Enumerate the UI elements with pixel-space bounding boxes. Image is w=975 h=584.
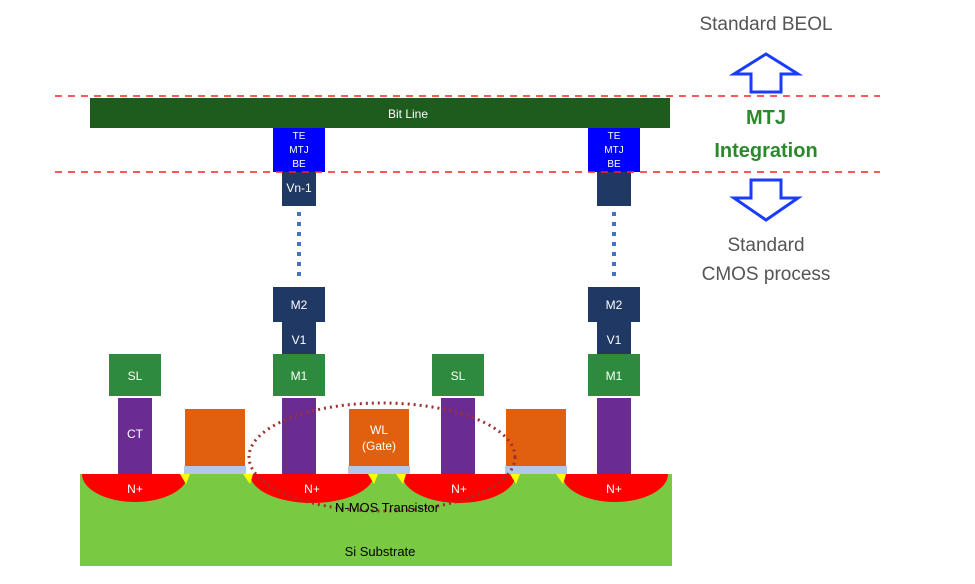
sl-block: SL [432,354,484,396]
mtj-integration-label-line2: Integration [714,140,817,162]
m1-block: M1 [588,354,640,396]
mtj-stack-left: TE MTJ BE [273,128,325,172]
v1-label: V1 [607,333,622,347]
ct-label: CT [127,427,144,441]
arrow-down-icon [729,178,803,222]
m1-label: M1 [606,369,623,383]
contact [597,398,631,474]
m2-label: M2 [291,298,308,312]
beol-label: Standard BEOL [699,14,832,35]
v1-label: V1 [292,333,307,347]
arrow-up-icon [728,52,804,94]
bit-line-label: Bit Line [388,107,428,121]
nplus-label: N+ [127,482,143,496]
mtj-stack-right: TE MTJ BE [588,128,640,172]
m1-label: M1 [291,369,308,383]
nplus-region-1: N+ [82,474,190,502]
mtj-label: MTJ [289,145,308,156]
gate-oxide [184,466,246,474]
contact [282,398,316,474]
mtj-label: MTJ [604,145,623,156]
substrate-label: Si Substrate [345,544,416,559]
nplus-label: N+ [451,482,467,496]
contact [441,398,475,474]
te-label: TE [293,131,306,142]
vn1-via: Vn-1 [282,172,316,206]
contact-ct: CT [118,398,152,474]
be-label: BE [292,159,306,170]
gate-oxide [348,466,410,474]
sl-label: SL [128,369,143,383]
vn1-label: Vn-1 [286,181,312,195]
vn1-via [597,172,631,206]
nplus-region-4: N+ [556,474,668,502]
cmos-label-line1: Standard [727,235,804,256]
v1-via: V1 [282,322,316,354]
gate-label: (Gate) [362,439,396,453]
cmos-label-line2: CMOS process [702,264,831,285]
bit-line: Bit Line [90,98,670,128]
gate-oxide [505,466,567,474]
nmos-label: N-MOS Transistor [335,500,440,515]
v1-via: V1 [597,322,631,354]
nplus-region-2: N+ [243,474,378,503]
gate-left [185,409,245,466]
te-label: TE [608,131,621,142]
nplus-label: N+ [606,482,622,496]
wl-label: WL [370,423,388,437]
be-label: BE [607,159,621,170]
m2-block: M2 [273,287,325,322]
mtj-integration-label-line1: MTJ [746,107,786,129]
m2-label: M2 [606,298,623,312]
sl-block: SL [109,354,161,396]
wl-gate: WL (Gate) [349,409,409,466]
m2-block: M2 [588,287,640,322]
m1-block: M1 [273,354,325,396]
sl-label: SL [451,369,466,383]
nplus-region-3: N+ [396,474,520,503]
nplus-label: N+ [304,482,320,496]
nmos-highlight-ellipse [247,401,517,513]
